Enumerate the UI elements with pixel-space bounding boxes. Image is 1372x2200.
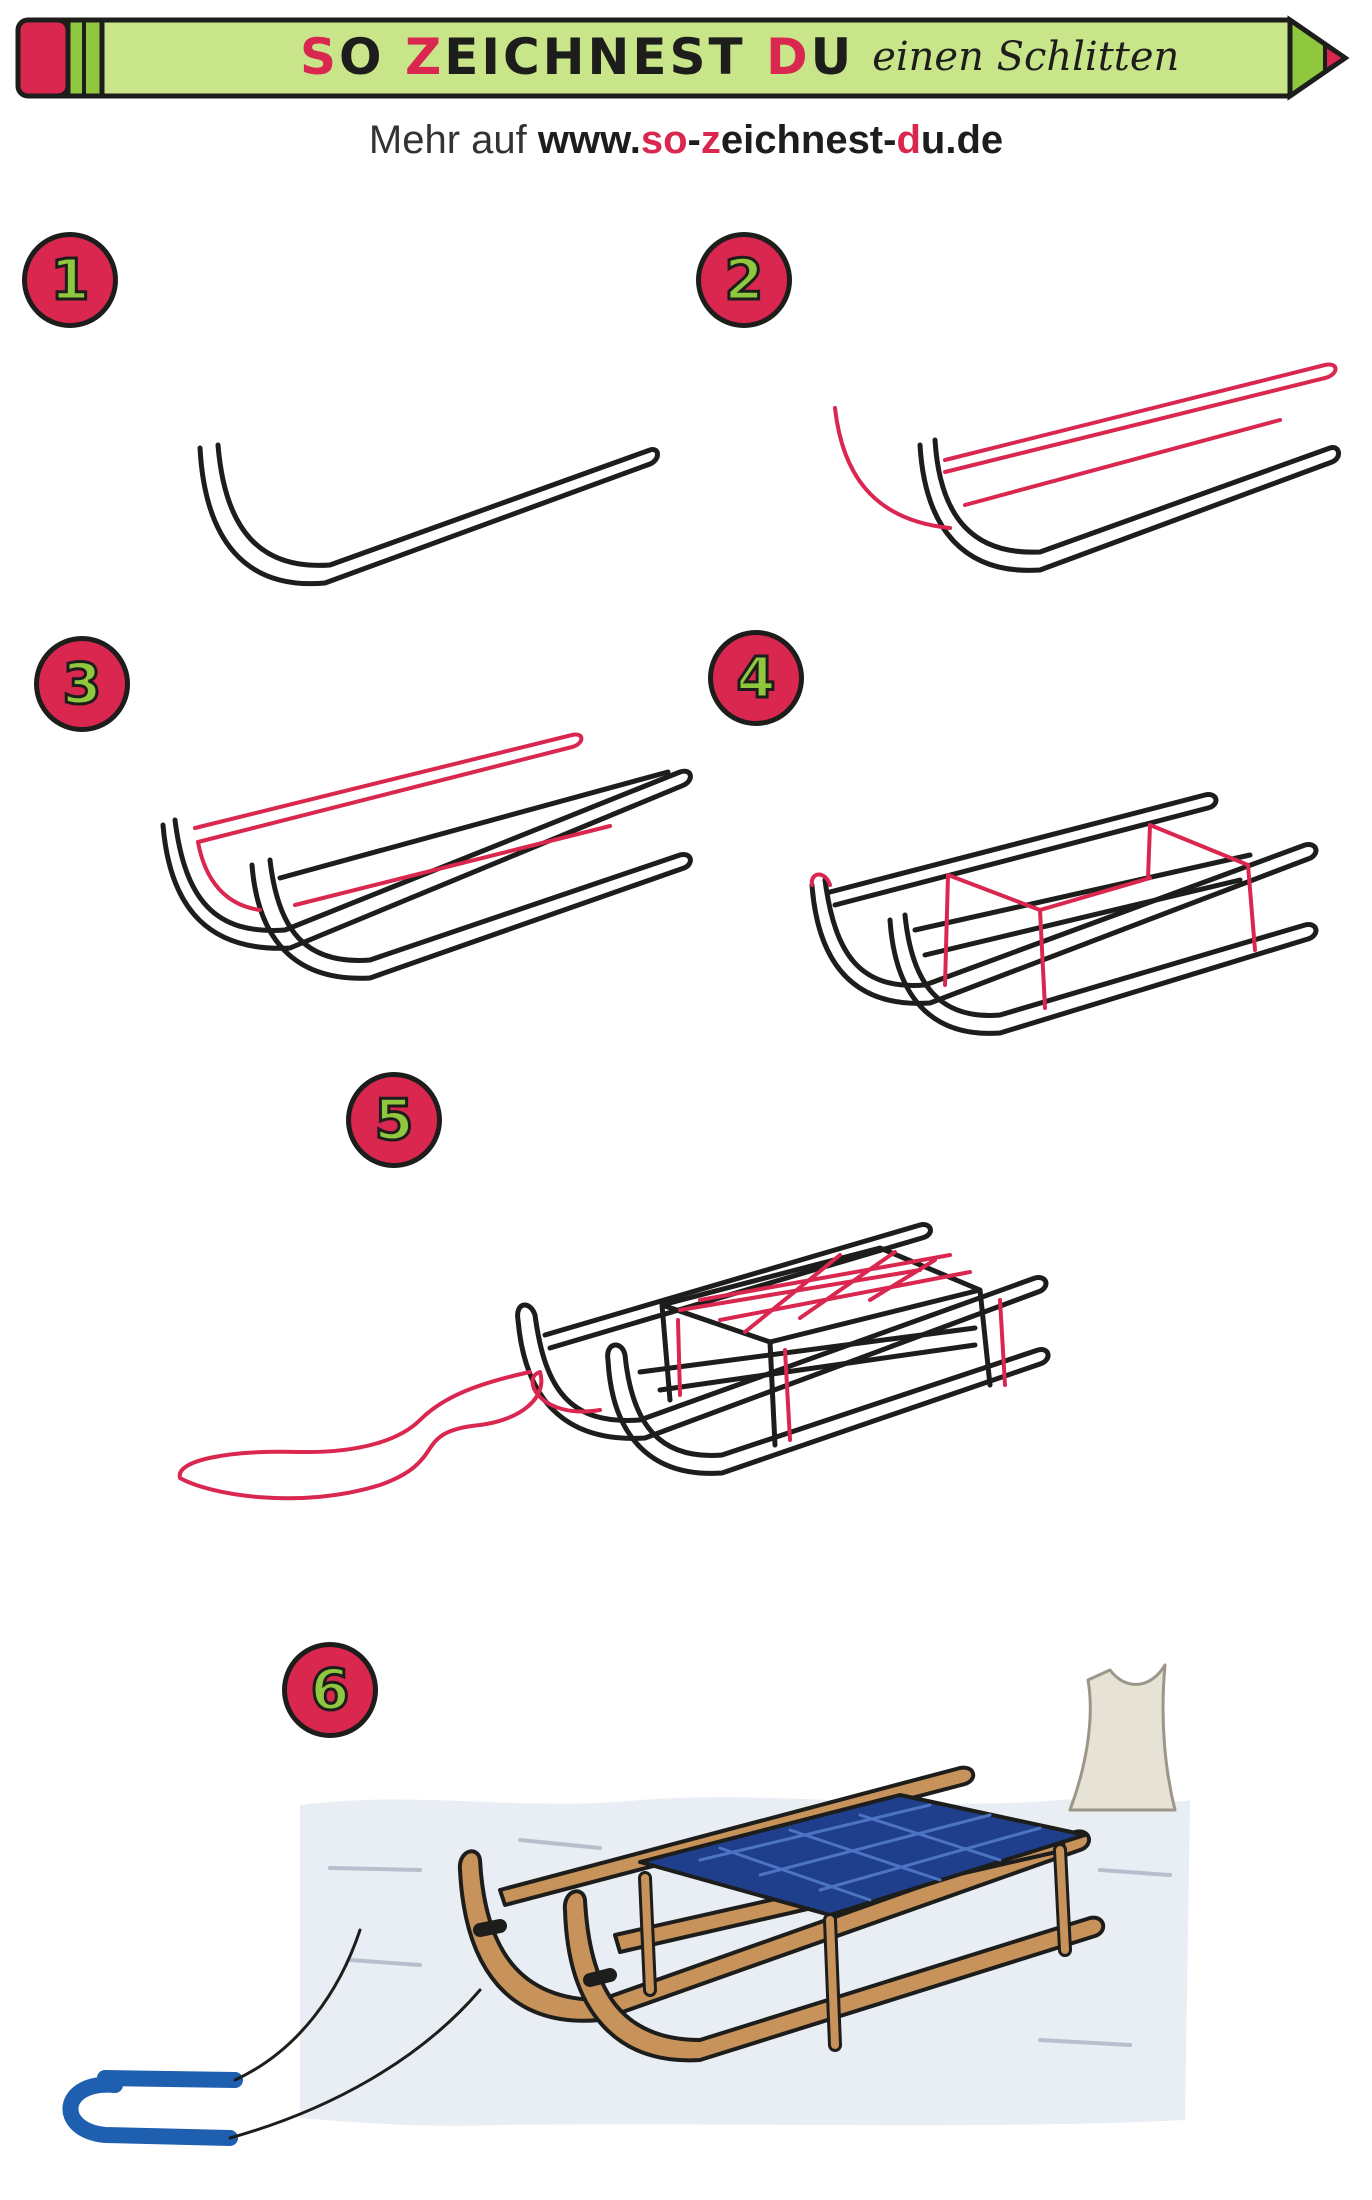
title-letter: U: [810, 28, 855, 86]
title-letter: EICHNEST: [444, 28, 746, 86]
step-4-drawing: [809, 792, 1319, 1036]
website-link[interactable]: www.so-zeichnest-du.de: [537, 118, 1004, 162]
title-letter: S: [300, 28, 340, 86]
step-badge-4: 4: [708, 630, 804, 726]
step-5-drawing: [177, 1222, 1051, 1501]
title-letter: D: [766, 28, 811, 86]
step-6-illustration: [62, 1663, 1190, 2146]
header-banner: SO ZEICHNEST DU einen Schlitten: [0, 0, 1372, 110]
step-badge-3: 3: [34, 636, 130, 732]
pencil-icon: [15, 15, 1350, 101]
title-suffix: einen Schlitten: [872, 34, 1180, 80]
step-2-drawing: [833, 362, 1341, 573]
step-1-drawing: [197, 442, 660, 587]
step-badge-5: 5: [346, 1072, 442, 1168]
step-badge-6: 6: [282, 1642, 378, 1738]
title-letter: O: [339, 28, 385, 86]
subtitle-prefix: Mehr auf: [368, 118, 527, 162]
page-title: SO ZEICHNEST DU einen Schlitten: [300, 22, 1179, 92]
website-line: Mehr auf www.so-zeichnest-du.de: [0, 118, 1372, 163]
step-badge-2: 2: [696, 232, 792, 328]
step-3-drawing: [160, 732, 693, 981]
title-letter: Z: [404, 28, 445, 86]
step-badge-1: 1: [22, 232, 118, 328]
